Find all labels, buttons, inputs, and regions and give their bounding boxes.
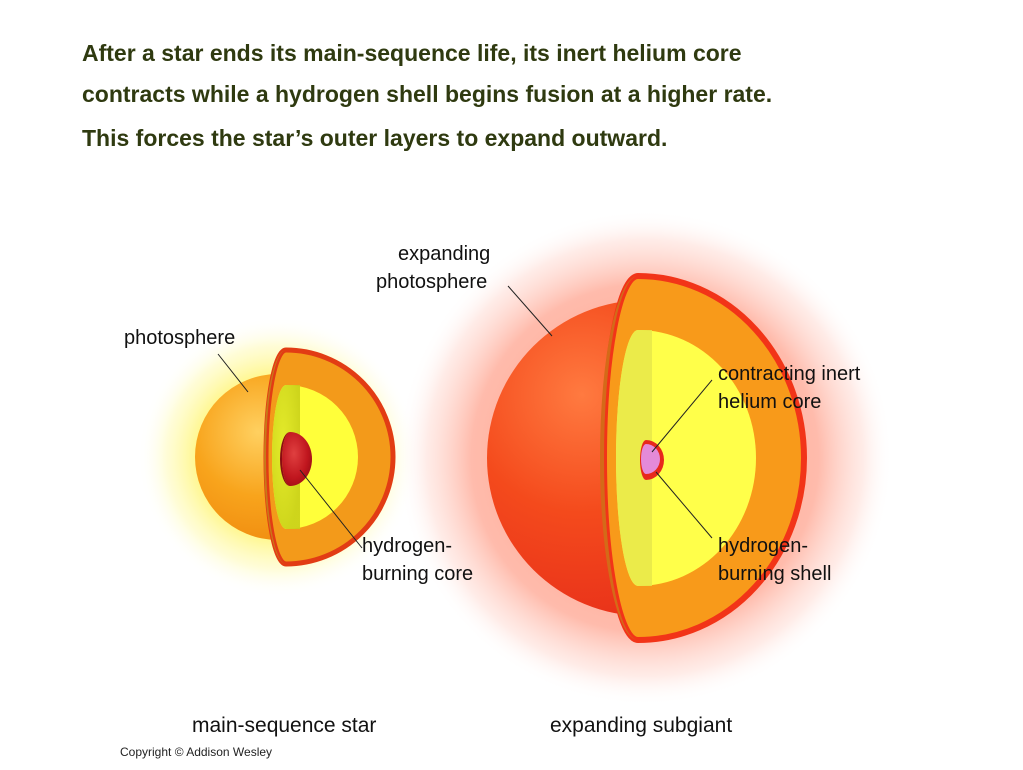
caption-expanding-subgiant: expanding subgiant <box>550 714 732 737</box>
main-sequence-hydrogen-core-face <box>280 432 290 486</box>
leader-helium-core <box>651 379 713 453</box>
subgiant-cut-face-inner <box>616 330 652 586</box>
heading-line-1: After a star ends its main-sequence life… <box>82 40 742 66</box>
label-contracting-helium-core-line2: helium core <box>718 391 821 413</box>
leader-hydrogen-core <box>299 469 363 549</box>
main-sequence-hydrogen-core <box>282 432 312 486</box>
subgiant-star <box>397 210 893 706</box>
label-hydrogen-burning-core-line2: burning core <box>362 563 473 585</box>
label-hydrogen-burning-shell-line1: hydrogen- <box>718 535 808 557</box>
leader-expanding-photosphere <box>507 285 553 337</box>
heading-line-3: This forces the star’s outer layers to e… <box>82 125 668 151</box>
label-photosphere: photosphere <box>124 327 235 349</box>
label-hydrogen-burning-shell-line2: burning shell <box>718 563 831 585</box>
leader-hydrogen-shell <box>655 471 713 539</box>
caption-main-sequence-star: main-sequence star <box>192 714 376 737</box>
label-expanding-photosphere-line2: photosphere <box>376 271 487 293</box>
main-sequence-star <box>138 317 418 597</box>
copyright-notice: Copyright © Addison Wesley <box>120 745 272 759</box>
heading-line-2: contracts while a hydrogen shell begins … <box>82 81 773 107</box>
subgiant-helium-core <box>641 444 660 474</box>
label-contracting-helium-core-line1: contracting inert <box>718 363 861 385</box>
leader-photosphere <box>217 353 249 393</box>
label-expanding-photosphere-line1: expanding <box>398 243 490 265</box>
label-hydrogen-burning-core-line1: hydrogen- <box>362 535 452 557</box>
